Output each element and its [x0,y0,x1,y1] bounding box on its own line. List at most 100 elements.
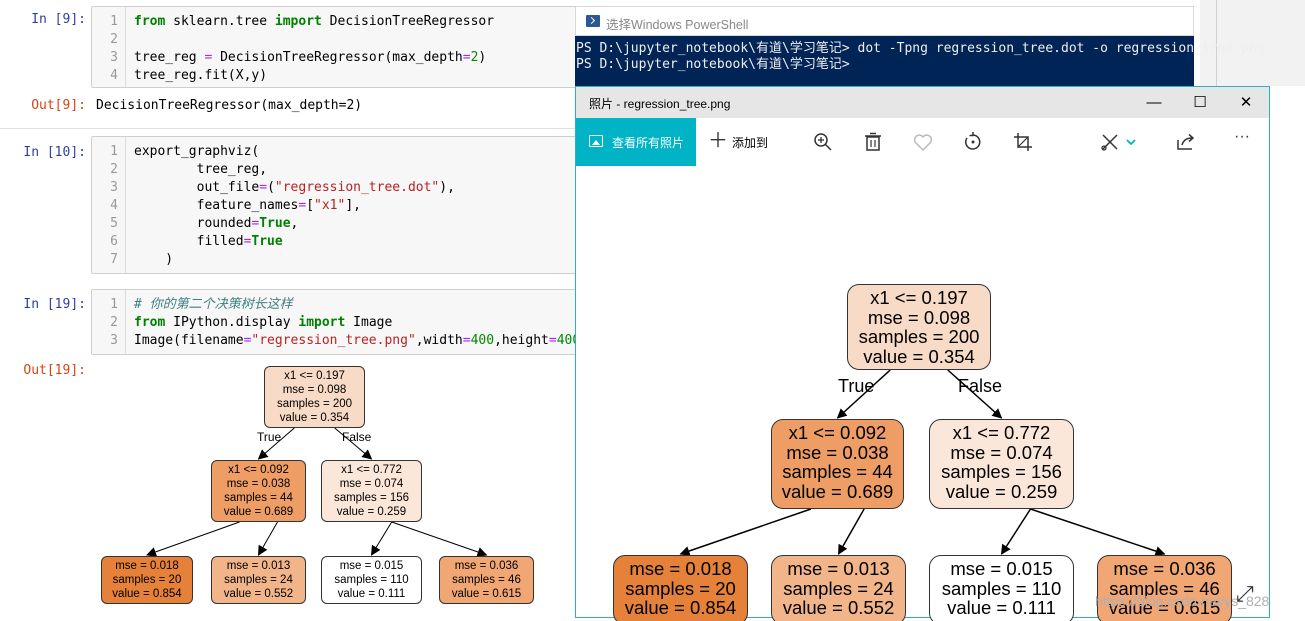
code-text: tree_reg.fit(X,y) [134,68,268,83]
output-text-9: DecisionTreeRegressor(max_depth=2) [96,98,363,113]
tree-node-ll: mse = 0.018 samples = 20 value = 0.854 [101,556,193,604]
code-text: filled=True [134,234,283,249]
line-number: 6 [110,234,118,249]
code-line[interactable]: 4 tree_reg.fit(X,y) [92,67,601,85]
tree-node-rl: mse = 0.015 samples = 110 value = 0.111 [929,555,1074,621]
line-number: 1 [110,14,118,29]
tree-edge-right-rl [370,521,393,556]
tree-true-label: True [838,376,875,396]
code-line[interactable]: 2 tree_reg, [92,161,601,179]
minimize-button[interactable]: — [1146,94,1162,111]
powershell-window[interactable]: 选择Windows PowerShell PS D:\jupyter_noteb… [575,6,1264,86]
line-gutter [92,7,126,87]
close-button[interactable]: ✕ [1239,94,1253,111]
tree-node-root: x1 <= 0.197 mse = 0.098 samples = 200 va… [847,284,991,370]
code-input-9[interactable]: 1 from sklearn.tree import DecisionTreeRe… [91,6,600,88]
crop-icon[interactable] [1011,130,1035,154]
powershell-icon [586,15,600,27]
tree-edges [679,369,1166,556]
code-line[interactable]: 2 [92,31,601,49]
code-line[interactable]: 7 ) [92,251,601,269]
tree-node-left: x1 <= 0.092 mse = 0.038 samples = 44 val… [771,419,904,509]
in-prompt-19: In [19]: [23,297,86,312]
line-number: 2 [110,162,118,177]
line-number: 2 [110,32,118,47]
code-line[interactable]: 3 tree_reg = DecisionTreeRegressor(max_de… [92,49,601,67]
code-text: tree_reg = DecisionTreeRegressor(max_dep… [134,50,487,65]
plus-icon: ＋ [708,130,728,152]
tree-node-right: x1 <= 0.772 mse = 0.074 samples = 156 va… [321,460,422,522]
code-text: from sklearn.tree import DecisionTreeReg… [134,14,495,29]
code-text: rounded=True, [134,216,299,231]
zoom-in-icon[interactable] [811,130,835,154]
powershell-prompt-line[interactable]: PS D:\jupyter_notebook\有道\学习笔记> [576,57,850,72]
tree-node-ll: mse = 0.018 samples = 20 value = 0.854 [613,555,748,621]
tree-edge-root-right [947,369,1003,419]
tree-edge-root-left [257,427,295,460]
cell-divider [0,128,600,129]
line-number: 2 [110,315,118,330]
tree-node-lr: mse = 0.013 samples = 24 value = 0.552 [211,556,306,604]
line-gutter [92,137,126,273]
line-gutter [92,290,126,354]
delete-icon[interactable] [861,130,885,154]
powershell-titlebar[interactable]: 选择Windows PowerShell [575,6,1194,36]
tree-edge-right-rl [1000,508,1032,555]
in-prompt-9: In [9]: [31,12,86,27]
maximize-button[interactable]: ☐ [1193,94,1207,111]
view-all-photos-label: 查看所有照片 [612,136,685,150]
share-icon[interactable] [1174,130,1198,154]
tree-true-label: True [257,430,282,444]
photos-titlebar[interactable]: 照片 - regression_tree.png — ☐ ✕ [576,87,1269,118]
code-text: out_file=("regression_tree.dot"), [134,180,455,195]
tree-edge-root-left [836,369,891,419]
code-text: feature_names=["x1"], [134,198,361,213]
tree-node-rr: mse = 0.036 samples = 46 value = 0.615 [1097,555,1232,621]
code-text: tree_reg, [134,162,268,177]
code-line[interactable]: 5 rounded=True, [92,215,601,233]
chevron-down-icon[interactable] [1124,130,1138,154]
out-prompt-9: Out[9]: [31,98,86,113]
tree-edge-right-rr [391,521,488,557]
powershell-title: 选择Windows PowerShell [606,18,749,32]
line-number: 4 [110,68,118,83]
code-line[interactable]: 3 Image(filename="regression_tree.png",wi… [92,332,601,350]
more-options-icon[interactable]: ··· [1234,128,1250,145]
photos-title: 照片 - regression_tree.png [589,97,731,111]
tree-edge-left-ll [679,508,812,556]
tree-node-right: x1 <= 0.772 mse = 0.074 samples = 156 va… [929,419,1074,509]
code-text: ) [134,252,174,267]
in-prompt-10: In [10]: [23,145,86,160]
line-number: 3 [110,333,118,348]
favorite-heart-icon[interactable] [911,130,935,154]
decision-tree-image-large: x1 <= 0.197 mse = 0.098 samples = 200 va… [576,166,1269,621]
cell-9[interactable]: In [9]: 1 from sklearn.tree import Decisi… [0,6,600,101]
code-line[interactable]: 1 from sklearn.tree import DecisionTreeRe… [92,13,601,31]
tree-edge-left-lr [258,521,278,556]
tree-edge-left-ll [146,521,240,557]
code-line[interactable]: 3 out_file=("regression_tree.dot"), [92,179,601,197]
code-line[interactable]: 1# 你的第二个决策树长这样 [92,296,601,314]
line-number: 3 [110,50,118,65]
rotate-icon[interactable] [961,130,985,154]
photos-window[interactable]: 照片 - regression_tree.png — ☐ ✕ 查看所有照片 ＋ … [575,86,1270,621]
decision-tree-image-small: x1 <= 0.197 mse = 0.098 samples = 200 va… [0,0,600,621]
code-line[interactable]: 4 feature_names=["x1"], [92,197,601,215]
tree-edge-right-rr [1030,508,1166,556]
tree-node-rr: mse = 0.036 samples = 46 value = 0.615 [439,556,534,604]
tree-node-left: x1 <= 0.092 mse = 0.038 samples = 44 val… [211,460,306,522]
powershell-command-line[interactable]: PS D:\jupyter_notebook\有道\学习笔记> dot -Tpn… [576,41,1265,56]
line-number: 1 [110,144,118,159]
code-line[interactable]: 6 filled=True [92,233,601,251]
code-text: Image(filename="regression_tree.png",wid… [134,333,588,348]
view-all-photos-button[interactable]: 查看所有照片 [576,118,696,166]
edit-draw-icon[interactable] [1098,130,1122,154]
fullscreen-expand-icon[interactable]: ⤢ [1236,581,1254,606]
photo-view-canvas[interactable]: x1 <= 0.197 mse = 0.098 samples = 200 va… [576,166,1269,621]
